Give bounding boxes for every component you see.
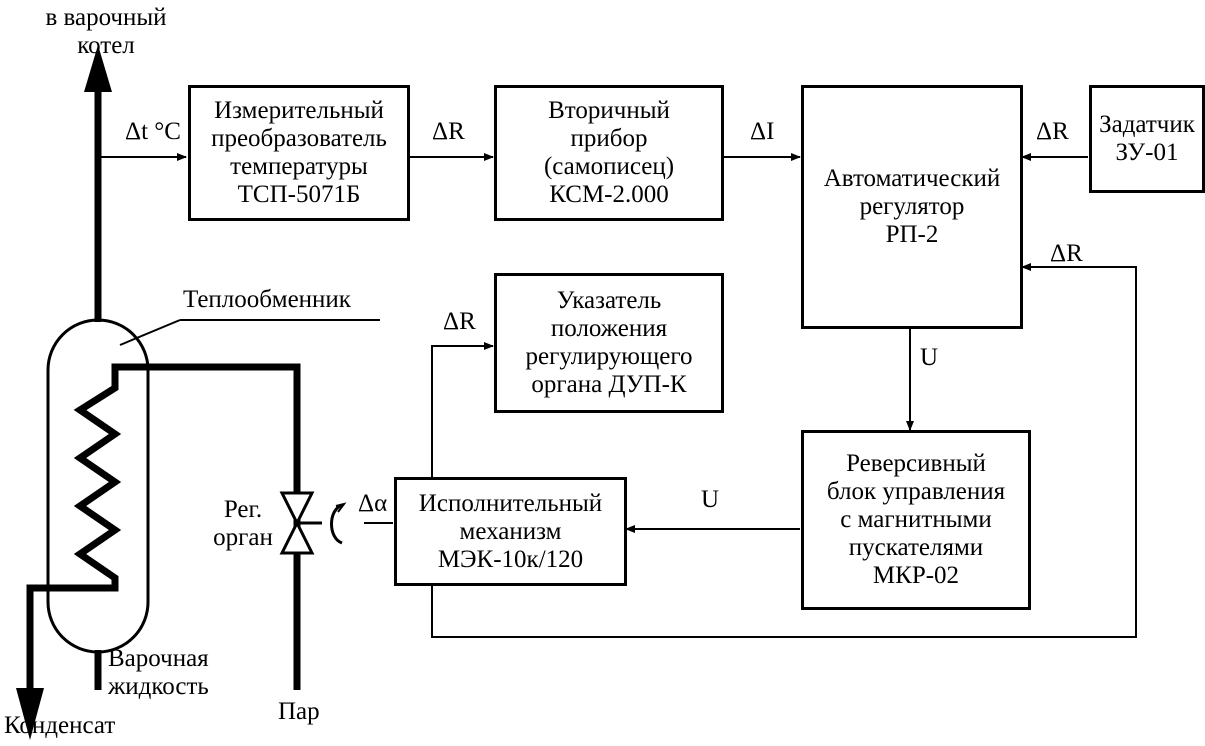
delta-i-label: ΔI — [750, 118, 775, 145]
setter-block-label: Задатчик ЗУ-01 — [1099, 111, 1195, 166]
u-left-label: U — [701, 486, 720, 513]
reversing-unit-block: Реверсивный блок управления с магнитными… — [801, 430, 1031, 610]
reversing-unit-label: Реверсивный блок управления с магнитными… — [826, 450, 1006, 589]
recorder-block-label: Вторичный прибор (самописец) КСМ-2.000 — [543, 97, 675, 208]
actuator-block: Исполнительный механизм МЭК-10к/120 — [394, 477, 627, 586]
condensate-label: Конденсат — [4, 712, 116, 739]
delta-r-sensor-label: ΔR — [432, 118, 465, 145]
regulator-block-label: Автоматический регулятор РП-2 — [823, 165, 1001, 248]
delta-r-indicator-label: ΔR — [443, 308, 476, 335]
cooking-liquid-label: Варочная жидкость — [108, 645, 209, 700]
delta-r-setter-label: ΔR — [1036, 118, 1069, 145]
signal-actuator-indicator — [431, 342, 494, 477]
signal-feedback — [431, 263, 1137, 638]
delta-alpha-label: Δα — [358, 490, 388, 517]
boiler-label: в варочный котел — [45, 4, 167, 59]
heat-exchanger-label: Теплообменник — [183, 286, 351, 313]
regulator-block: Автоматический регулятор РП-2 — [801, 85, 1023, 329]
u-down-label: U — [920, 344, 939, 371]
valve-body-top — [279, 491, 315, 527]
delta-t-label: Δt °C — [125, 118, 181, 145]
setter-block: Задатчик ЗУ-01 — [1089, 85, 1205, 193]
valve-body-bottom — [279, 519, 315, 555]
recorder-block: Вторичный прибор (самописец) КСМ-2.000 — [494, 85, 724, 221]
steam-label: Пар — [278, 698, 320, 725]
position-indicator-block: Указатель положения регулирующего органа… — [494, 273, 724, 413]
sensor-block: Измерительный преобразователь температур… — [188, 85, 410, 221]
rotation-arc-tip — [335, 502, 347, 513]
actuator-block-label: Исполнительный механизм МЭК-10к/120 — [418, 489, 603, 573]
condensate-arrow — [16, 688, 44, 740]
steam-coil-pipe — [26, 363, 301, 690]
boiler-arrow — [84, 45, 112, 92]
heat-exchanger-leader — [119, 319, 181, 346]
rotation-arc-icon — [330, 503, 343, 545]
valve-label: Рег. орган — [213, 496, 273, 551]
position-indicator-label: Указатель положения регулирующего органа… — [525, 287, 693, 398]
delta-r-feedback-label: ΔR — [1050, 240, 1083, 267]
sensor-block-label: Измерительный преобразователь температур… — [211, 97, 387, 208]
